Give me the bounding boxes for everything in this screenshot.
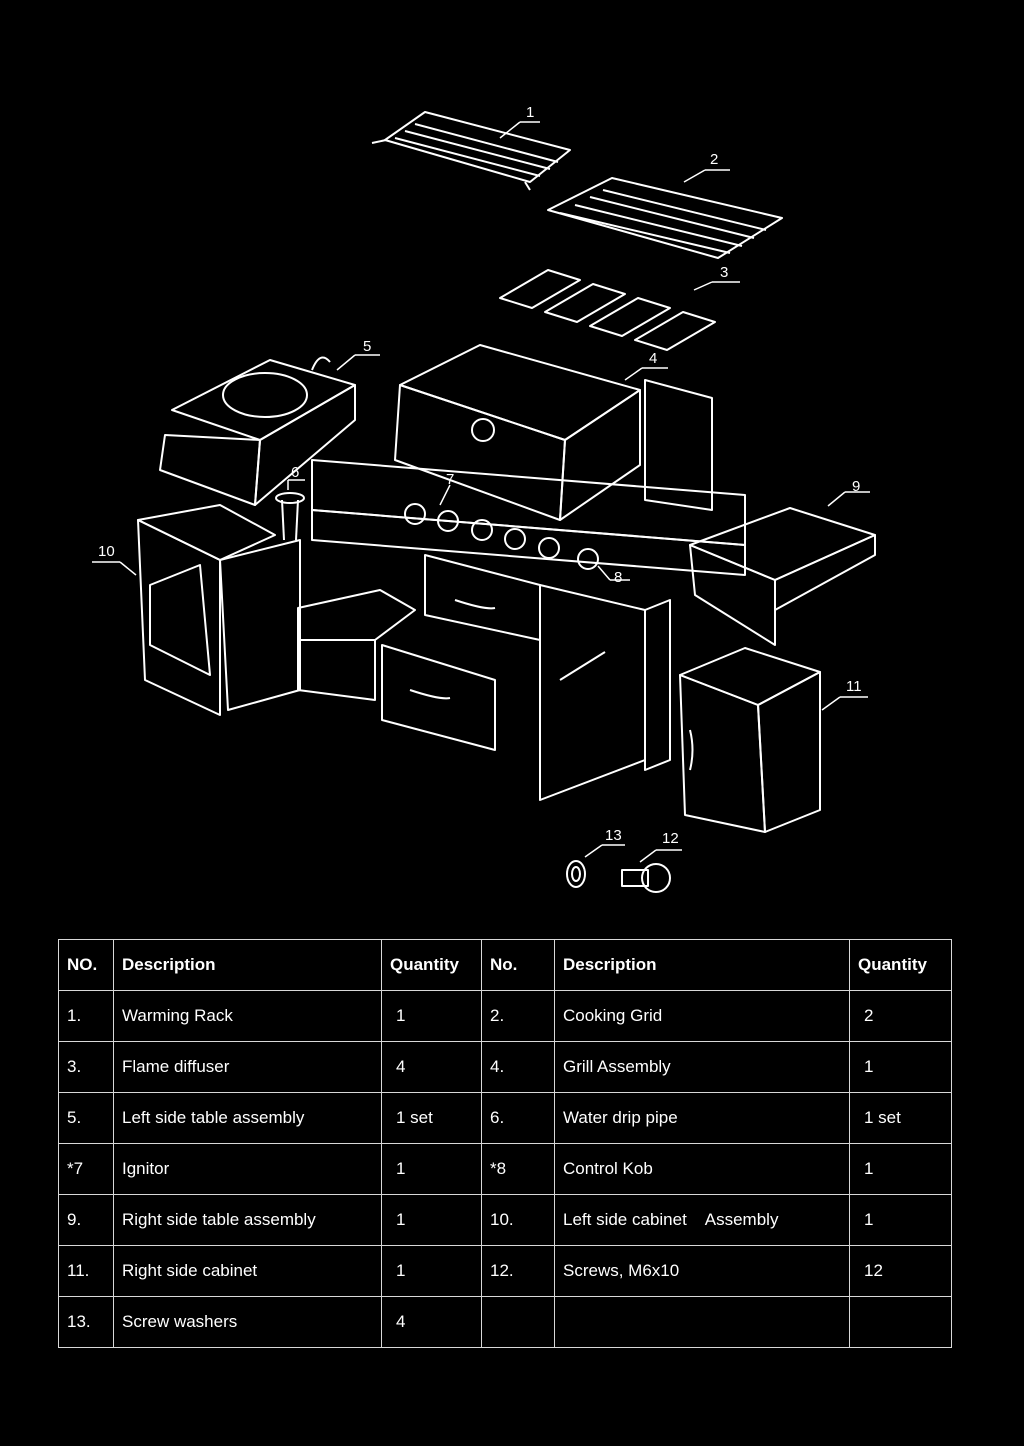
callout-9: 9 (852, 478, 860, 495)
cell: Right side table assembly (113, 1194, 382, 1246)
cell: Ignitor (113, 1143, 382, 1195)
cell: 4 (381, 1041, 482, 1093)
callout-1: 1 (526, 104, 534, 121)
table-header-row: NO. Description Quantity No. Description… (58, 939, 952, 991)
callout-6: 6 (291, 464, 299, 481)
cell (849, 1296, 952, 1348)
table-row: *7 Ignitor 1 *8 Control Kob 1 (58, 1143, 952, 1195)
callout-11: 11 (846, 678, 862, 695)
washer-drawing (566, 860, 586, 888)
table-row: 13. Screw washers 4 (58, 1296, 952, 1348)
cell: 1 set (849, 1092, 952, 1144)
cooking-grid-drawing (547, 177, 783, 259)
cell: Left side table assembly (113, 1092, 382, 1144)
cell: Cooking Grid (554, 990, 850, 1042)
cell: 1 (849, 1143, 952, 1195)
header-no: NO. (58, 939, 114, 991)
right-side-table-drawing (689, 507, 876, 646)
cell: *8 (481, 1143, 555, 1195)
table-row: 9. Right side table assembly 1 10. Left … (58, 1194, 952, 1246)
flame-diffusers-drawing (499, 269, 716, 351)
cell: Flame diffuser (113, 1041, 382, 1093)
cell: 6. (481, 1092, 555, 1144)
callout-10: 10 (98, 543, 115, 560)
cell: Screw washers (113, 1296, 382, 1348)
exploded-grill-diagram: 1 2 3 4 5 6 7 8 9 10 11 12 13 (92, 104, 876, 893)
parts-list-table: NO. Description Quantity No. Description… (58, 939, 952, 1348)
cell: 1 (381, 1194, 482, 1246)
callout-12: 12 (662, 830, 679, 847)
callout-3: 3 (720, 264, 728, 281)
cell (481, 1296, 555, 1348)
screw-drawing (621, 863, 671, 893)
left-side-cabinet-drawing (137, 504, 301, 716)
cell: Warming Rack (113, 990, 382, 1042)
cell: Control Kob (554, 1143, 850, 1195)
cell: 13. (58, 1296, 114, 1348)
cell: 11. (58, 1245, 114, 1297)
cell: Screws, M6x10 (554, 1245, 850, 1297)
header-quantity-2: Quantity (849, 939, 952, 991)
cell: 10. (481, 1194, 555, 1246)
cell: 12. (481, 1245, 555, 1297)
cell: 2. (481, 990, 555, 1042)
cell: 1 (849, 1194, 952, 1246)
cell: Left side cabinet Assembly (554, 1194, 850, 1246)
cell: 1 set (381, 1092, 482, 1144)
cell: 2 (849, 990, 952, 1042)
warming-rack-drawing (371, 111, 571, 191)
cell: Water drip pipe (554, 1092, 850, 1144)
cell: 12 (849, 1245, 952, 1297)
header-description-2: Description (554, 939, 850, 991)
callout-8: 8 (614, 569, 622, 586)
table-row: 11. Right side cabinet 1 12. Screws, M6x… (58, 1245, 952, 1297)
table-row: 1. Warming Rack 1 2. Cooking Grid 2 (58, 990, 952, 1042)
left-side-table-drawing (159, 356, 356, 506)
table-row: 3. Flame diffuser 4 4. Grill Assembly 1 (58, 1041, 952, 1093)
callout-13: 13 (605, 827, 622, 844)
water-drip-pipe-drawing (275, 492, 305, 541)
cell: 4 (381, 1296, 482, 1348)
cell: 4. (481, 1041, 555, 1093)
cell: 1 (381, 1245, 482, 1297)
cell: *7 (58, 1143, 114, 1195)
cell (554, 1296, 850, 1348)
cell: 9. (58, 1194, 114, 1246)
callout-4: 4 (649, 350, 657, 367)
cell: Right side cabinet (113, 1245, 382, 1297)
callout-2: 2 (710, 151, 718, 168)
cell: 3. (58, 1041, 114, 1093)
cell: 1 (381, 1143, 482, 1195)
cell: 1. (58, 990, 114, 1042)
header-quantity: Quantity (381, 939, 482, 991)
right-side-cabinet-drawing (679, 647, 821, 833)
header-no-2: No. (481, 939, 555, 991)
callout-7: 7 (446, 471, 454, 488)
cell: 5. (58, 1092, 114, 1144)
cell: 1 (381, 990, 482, 1042)
cell: Grill Assembly (554, 1041, 850, 1093)
table-row: 5. Left side table assembly 1 set 6. Wat… (58, 1092, 952, 1144)
header-description: Description (113, 939, 382, 991)
grill-assembly-drawing (297, 344, 746, 801)
cell: 1 (849, 1041, 952, 1093)
callout-5: 5 (363, 338, 371, 355)
